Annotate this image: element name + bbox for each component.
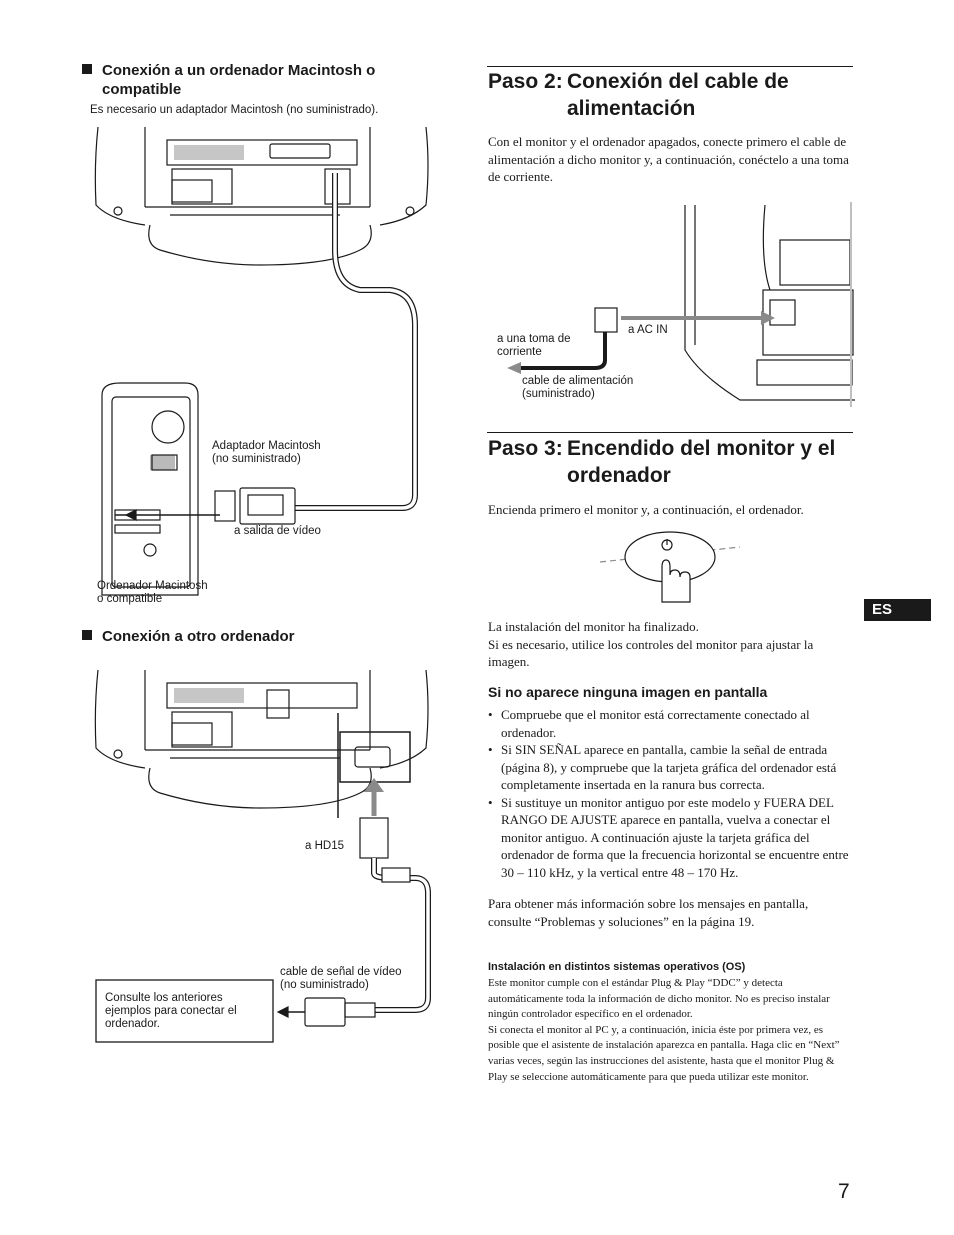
video-cable-label: cable de señal de vídeo (no suministrado… [280,966,402,991]
language-tab: ES [864,599,931,621]
mac-connection-heading: Conexión a un ordenador Macintosh o comp… [82,61,422,99]
power-button-illustration [599,531,741,603]
mac-adapter-note: Es necesario un adaptador Macintosh (no … [90,104,379,116]
power-cable-label: cable de alimentación (suministrado) [522,375,634,400]
power-cable-diagram [507,202,855,407]
mac-connection-diagram [94,126,429,596]
no-image-heading: Si no aparece ninguna imagen en pantalla [488,684,768,700]
list-item: Si SIN SEÑAL aparece en pantalla, cambie… [488,741,853,794]
outlet-label: a una toma de corriente [497,333,571,358]
section-rule [487,432,853,433]
adapter-label: Adaptador Macintosh (no suministrado) [212,440,321,465]
list-item: Si sustituye un monitor antiguo por este… [488,794,853,882]
other-connection-diagram [94,669,431,1043]
page-number: 7 [838,1180,850,1203]
video-out-label: a salida de vídeo [234,525,321,537]
setup-finished: La instalación del monitor ha finalizado… [488,619,814,669]
other-connection-heading: Conexión a otro ordenador [82,627,295,646]
step3-body: Encienda primero el monitor y, a continu… [488,502,804,517]
ac-in-label: a AC IN [628,324,668,336]
section-rule [487,66,853,67]
step3-title: Paso 3: Encendido del monitor y el orden… [488,437,836,487]
list-item: Compruebe que el monitor está correctame… [488,706,853,741]
os-body: Este monitor cumple con el estándar Plug… [488,977,840,1083]
square-bullet-icon [82,630,92,640]
square-bullet-icon [82,64,92,74]
step2-body: Con el monitor y el ordenador apagados, … [488,134,849,184]
step2-title: Paso 2: Conexión del cable de alimentaci… [488,70,789,120]
mac-computer-label: Ordenador Macintosh o compatible [97,580,208,605]
refer-examples-note: Consulte los anteriores ejemplos para co… [105,992,237,1030]
hd15-label: a HD15 [305,840,344,852]
no-image-bullets: Compruebe que el monitor está correctame… [488,706,853,881]
os-heading: Instalación en distintos sistemas operat… [488,961,746,973]
more-info: Para obtener más información sobre los m… [488,896,809,929]
